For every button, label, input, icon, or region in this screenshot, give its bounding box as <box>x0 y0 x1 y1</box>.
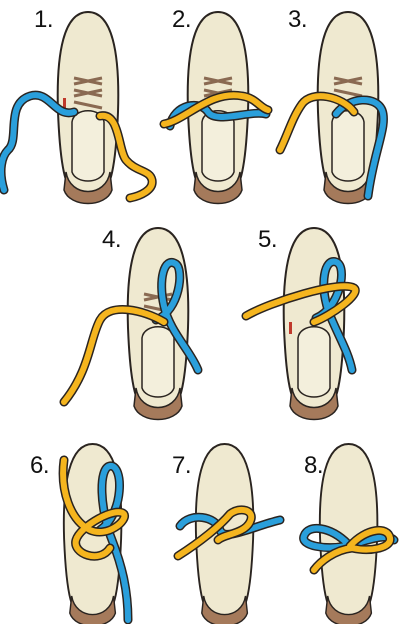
step-8: 8. <box>290 430 408 624</box>
step-2: 2. <box>150 0 290 210</box>
shoe-illustration <box>150 0 290 210</box>
shoe <box>58 12 119 204</box>
step-number: 5. <box>258 228 277 252</box>
shoe-illustration <box>0 0 170 210</box>
step-6: 6. <box>20 430 160 624</box>
step-number: 1. <box>34 8 53 32</box>
step-number: 7. <box>172 454 191 478</box>
step-number: 2. <box>172 8 191 32</box>
step-number: 3. <box>288 8 307 32</box>
step-5: 5. <box>230 210 400 420</box>
step-1: 1. <box>0 0 170 210</box>
step-7: 7. <box>160 430 290 624</box>
step-number: 4. <box>102 228 121 252</box>
step-3: 3. <box>272 0 408 210</box>
step-number: 8. <box>304 454 323 478</box>
step-number: 6. <box>30 454 49 478</box>
shoe-illustration <box>230 210 400 420</box>
shoe-illustration <box>60 210 220 420</box>
step-4: 4. <box>60 210 220 420</box>
